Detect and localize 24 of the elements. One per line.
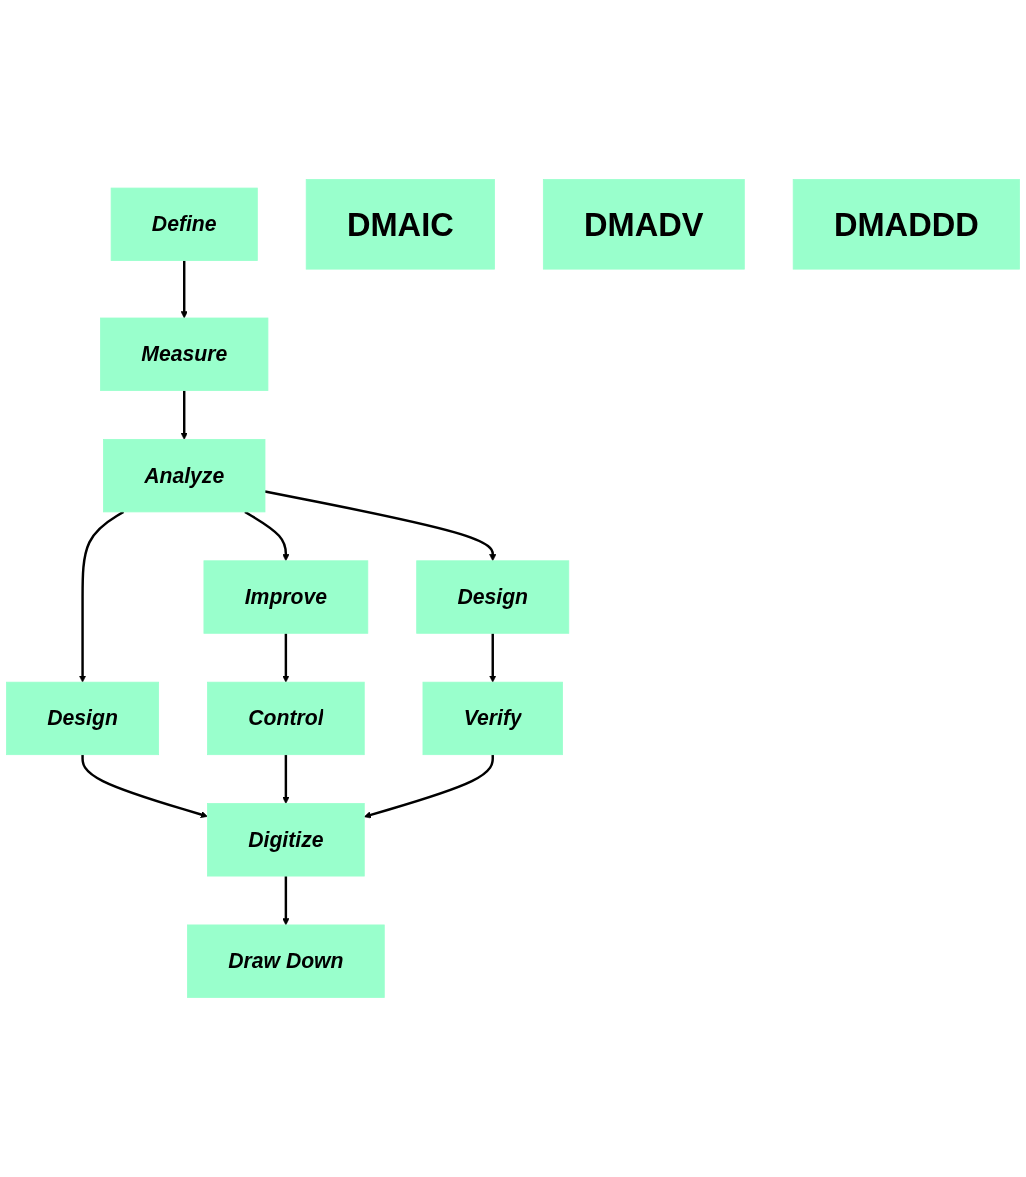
- arrow: [282, 633, 290, 683]
- arrow: [180, 390, 188, 440]
- arrow: [244, 510, 290, 562]
- arrow: [264, 490, 497, 562]
- arrow: [282, 754, 290, 804]
- arrow: [282, 876, 290, 926]
- arrow: [180, 260, 188, 319]
- node-box: Control: [207, 681, 365, 756]
- node-box: Digitize: [207, 803, 365, 877]
- node-box: Analyze: [103, 439, 266, 513]
- node-box: Verify: [422, 681, 563, 756]
- node-box: DMAIC: [305, 179, 495, 270]
- arrow: [363, 754, 494, 819]
- arrow: [489, 633, 497, 683]
- node-box: DMADV: [542, 179, 745, 270]
- node-box: DMADDD: [792, 179, 1020, 270]
- node-box: Design: [6, 681, 159, 756]
- node-box: Define: [110, 187, 258, 261]
- arrow: [79, 510, 125, 683]
- node-box: Measure: [100, 317, 269, 391]
- arrow: [81, 754, 208, 818]
- node-box: Design: [416, 560, 570, 634]
- node-box: Improve: [203, 560, 369, 634]
- node-box: Draw Down: [187, 924, 385, 998]
